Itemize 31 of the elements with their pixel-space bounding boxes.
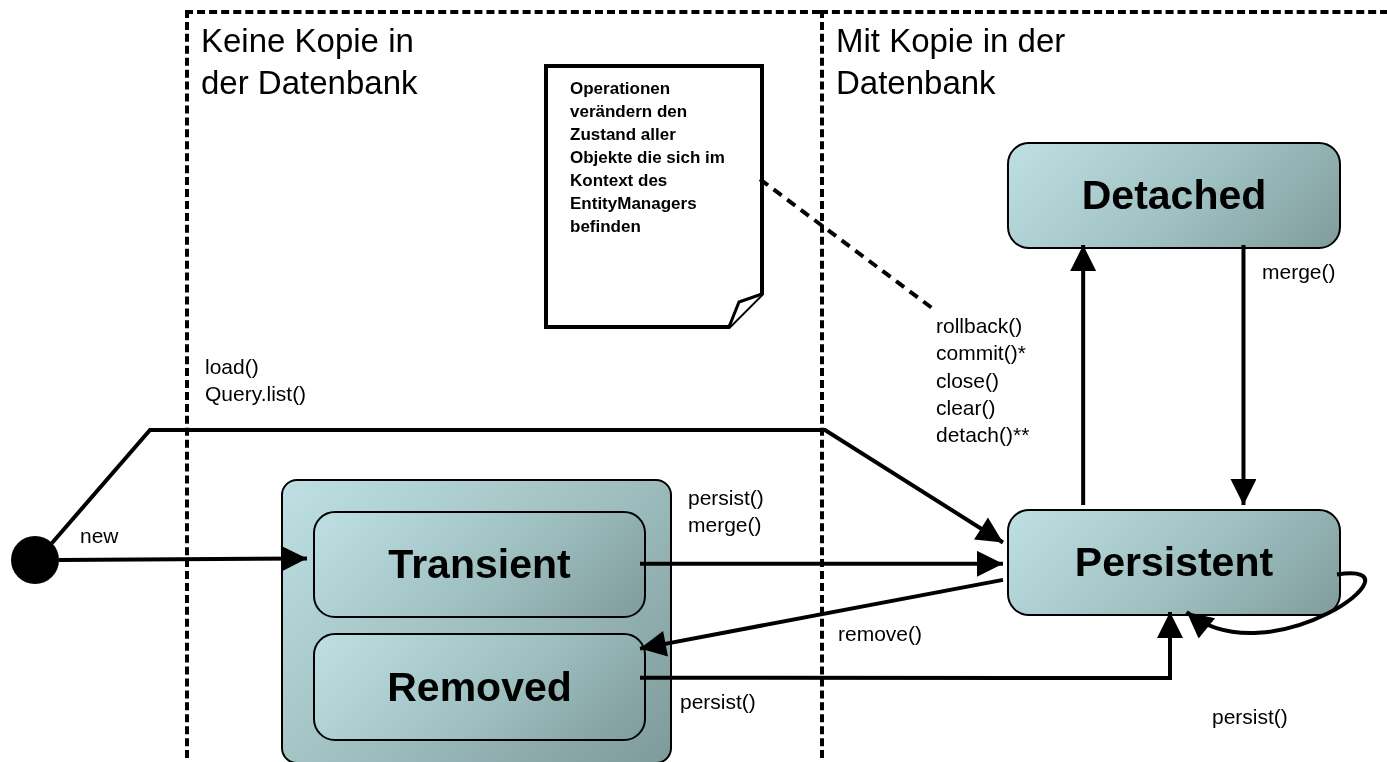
method-list: rollback() commit()* close() clear() detach()** <box>936 312 1030 449</box>
transition-arrow <box>59 545 307 572</box>
edge-label: load() Query.list() <box>205 354 307 408</box>
edge-label: persist() <box>1212 704 1288 730</box>
zone-heading: Mit Kopie in der Datenbank <box>836 21 1067 104</box>
state-box <box>1007 509 1341 616</box>
edge-label: new <box>80 523 119 549</box>
transition-arrow <box>1185 571 1367 637</box>
zone-heading: Keine Kopie in der Datenbank <box>201 21 419 104</box>
state-name: Removed <box>387 663 572 711</box>
edge-label: persist() merge() <box>688 485 764 539</box>
transition-arrow <box>1230 245 1257 505</box>
edge-label: persist() <box>680 689 756 715</box>
transition-arrow <box>50 428 1005 545</box>
edge-label: merge() <box>1262 259 1336 285</box>
note-box <box>544 64 764 329</box>
transition-arrow <box>640 612 1183 680</box>
transition-arrow <box>640 550 1003 577</box>
initial-state-dot <box>11 536 59 584</box>
state-name: Persistent <box>1074 539 1274 586</box>
composite-state-box <box>281 479 672 762</box>
transition-arrow <box>639 577 1004 657</box>
state-name: Detached <box>1081 172 1267 219</box>
zone-region <box>185 10 820 762</box>
state-box <box>1007 142 1341 249</box>
note-text: Operationen verändern den Zustand aller Objekte die sich im Kontext des EntityManagers befinden <box>570 78 726 238</box>
state-box <box>313 511 646 618</box>
state-name: Transient <box>388 541 571 588</box>
state-box <box>313 633 646 741</box>
edge-label: remove() <box>838 621 922 647</box>
transition-arrow <box>1070 245 1097 505</box>
